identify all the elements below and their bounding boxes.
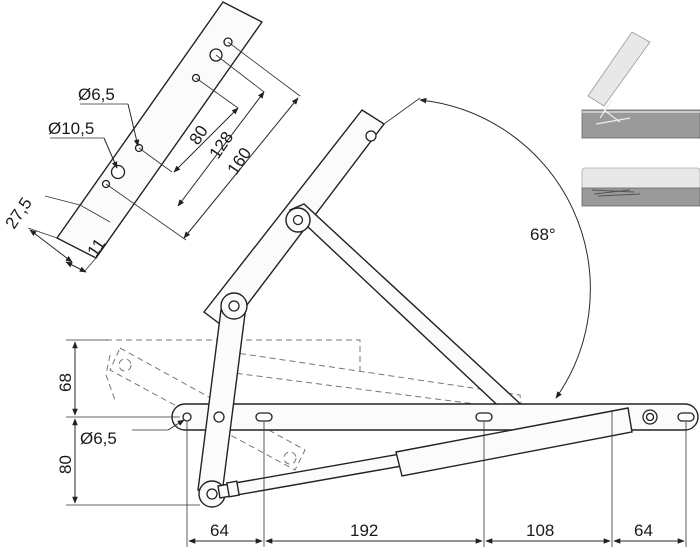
- horizontal-dimensions: 64 192 108 64: [186, 410, 687, 547]
- vertical-dimensions: 68 80 Ø6,5: [56, 339, 200, 506]
- dim-d105: Ø10,5: [48, 119, 94, 138]
- dim-64-right: 64: [634, 521, 653, 540]
- dim-108: 108: [526, 521, 554, 540]
- dim-d65-top: Ø6,5: [78, 85, 115, 104]
- diagonal-arm: [285, 203, 542, 433]
- dim-27-5: 27,5: [2, 194, 36, 232]
- angle-indicator: 68°: [383, 97, 591, 399]
- thumbnail-open: [581, 31, 700, 139]
- dim-68: 68: [56, 373, 75, 392]
- thumbnail-closed: [581, 167, 700, 207]
- dim-d65-bottom: Ø6,5: [80, 429, 117, 448]
- plate-dimensions: 80 128 160 Ø6,5 Ø10,5 27,5 11: [2, 41, 301, 273]
- dim-80-vertical: 80: [56, 455, 75, 474]
- angle-68: 68°: [530, 225, 556, 244]
- short-arm: [197, 292, 248, 508]
- dim-64-left: 64: [210, 521, 229, 540]
- plate-hole-105: [110, 164, 126, 180]
- base-hole-left: [182, 412, 192, 422]
- dim-192: 192: [350, 521, 378, 540]
